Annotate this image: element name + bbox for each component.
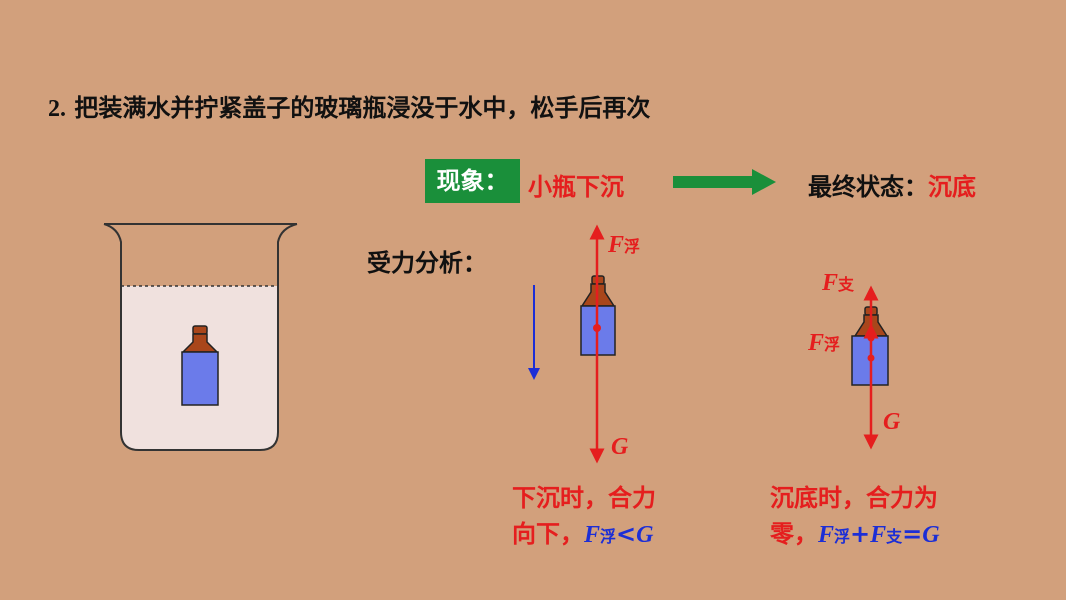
support-point xyxy=(867,334,875,342)
bottom-diagram xyxy=(851,285,889,450)
final-state-value: 沉底 xyxy=(928,173,976,201)
bottle-in-beaker xyxy=(181,325,219,406)
title-number: 2. xyxy=(48,96,66,122)
final-state-label: 最终状态： xyxy=(808,173,928,201)
sinking-buoyancy-label: F浮 xyxy=(608,232,641,258)
bottom-gravity-label: G xyxy=(883,409,901,435)
conclusion-sinking: 下沉时，合力 向下，F浮<G xyxy=(512,480,656,555)
center-point xyxy=(867,354,875,362)
conclusion-bottom-line2: 零，F浮+F支=G xyxy=(770,520,940,548)
sinking-gravity-label: G xyxy=(611,434,629,460)
conclusion-bottom-line1: 沉底时，合力为 xyxy=(770,484,938,512)
bottle-body xyxy=(181,351,219,406)
sinking-diagram xyxy=(528,224,616,464)
conclusion-sinking-line1: 下沉时，合力 xyxy=(512,484,656,512)
slide-title: 2. 把装满水并拧紧盖子的玻璃瓶浸没于水中，松手后再次 xyxy=(48,88,650,123)
final-state: 最终状态：沉底 xyxy=(808,167,976,202)
phenomenon-value: 小瓶下沉 xyxy=(528,173,624,201)
conclusion-sinking-line2: 向下，F浮<G xyxy=(512,520,654,548)
bottle-cap xyxy=(192,325,208,335)
bottom-buoyancy-label: F浮 xyxy=(808,330,841,356)
transition-arrow xyxy=(673,169,776,195)
phenomenon-label: 现象： xyxy=(425,159,520,203)
force-analysis-label: 受力分析： xyxy=(367,249,487,277)
center-point xyxy=(593,324,601,332)
bottom-support-label: F支 xyxy=(822,270,855,296)
conclusion-bottom: 沉底时，合力为 零，F浮+F支=G xyxy=(770,480,940,555)
title-text: 把装满水并拧紧盖子的玻璃瓶浸没于水中，松手后再次 xyxy=(74,94,651,122)
